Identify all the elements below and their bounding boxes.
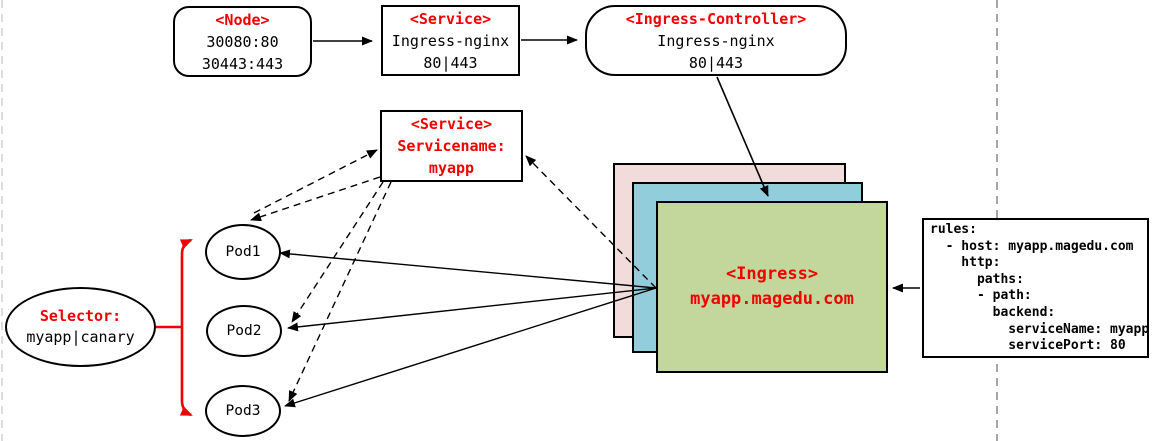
pod3-label: Pod3 [225, 403, 261, 419]
pod1-ellipse: Pod1 [205, 224, 281, 280]
ingress-box: <Ingress> myapp.magedu.com [656, 201, 888, 373]
service-box-ports: 80|443 [423, 53, 478, 72]
node-box-port-mapping-2: 30443:443 [201, 54, 284, 73]
pod2-ellipse: Pod2 [206, 305, 282, 357]
selector-title: Selector: [39, 307, 122, 325]
ingress-rules-yaml-box: rules: - host: myapp.magedu.com http: pa… [922, 218, 1149, 358]
service-myapp-title: <Service> [410, 115, 493, 133]
node-box-port-mapping-1: 30080:80 [206, 32, 279, 51]
node-box: <Node> 30080:80 30443:443 [173, 6, 312, 77]
ingress-controller-name: Ingress-nginx [657, 31, 775, 50]
ingress-controller-title: <Ingress-Controller> [625, 9, 807, 28]
service-myapp-box: <Service> Servicename: myapp [380, 110, 523, 182]
ingress-controller-box: <Ingress-Controller> Ingress-nginx 80|44… [585, 5, 847, 76]
selector-ellipse: Selector: myapp|canary [5, 287, 156, 367]
service-ingress-nginx-box: <Service> Ingress-nginx 80|443 [381, 5, 520, 76]
ingress-rules-yaml-text: rules: - host: myapp.magedu.com http: pa… [930, 222, 1150, 354]
pod2-label: Pod2 [226, 323, 262, 339]
service-myapp-name-value: myapp [428, 159, 475, 177]
service-box-name: Ingress-nginx [391, 31, 510, 50]
pod1-label: Pod1 [225, 244, 261, 260]
ingress-box-title: <Ingress> [725, 264, 819, 284]
ingress-box-host: myapp.magedu.com [690, 289, 854, 309]
service-myapp-name-label: Servicename: [397, 137, 506, 155]
pod3-ellipse: Pod3 [205, 385, 281, 437]
ingress-controller-ports: 80|443 [688, 53, 744, 72]
node-box-title: <Node> [215, 10, 270, 29]
service-box-title: <Service> [409, 9, 492, 28]
selector-value: myapp|canary [26, 328, 135, 346]
